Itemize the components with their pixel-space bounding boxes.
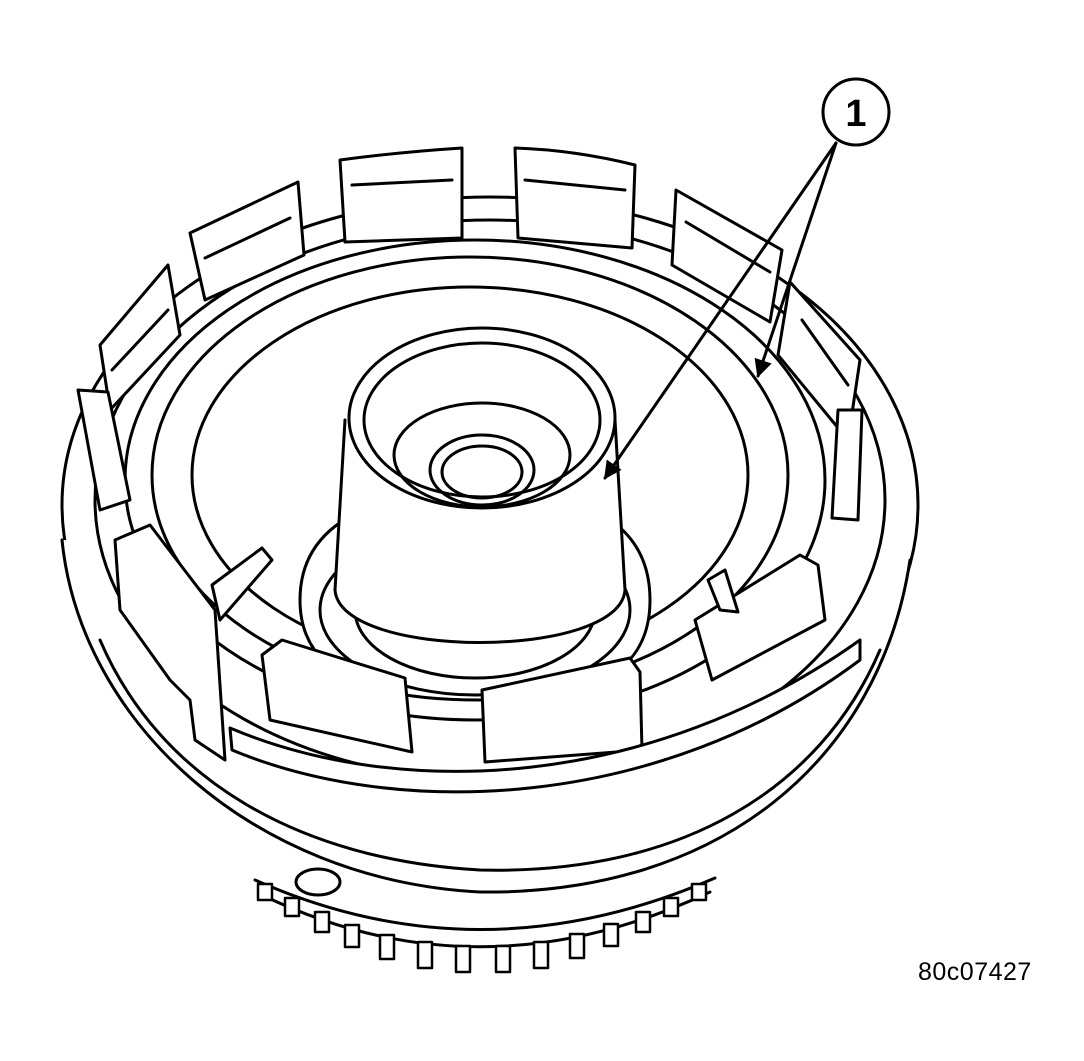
clutch-tabs-back [98,146,862,442]
spline-teeth [253,876,717,974]
clutch-tabs-front [76,388,864,794]
figure-code: 80c07427 [918,958,1032,986]
center-hub [298,326,652,702]
callout-number: 1 [845,93,866,135]
callout-1 [603,77,891,480]
